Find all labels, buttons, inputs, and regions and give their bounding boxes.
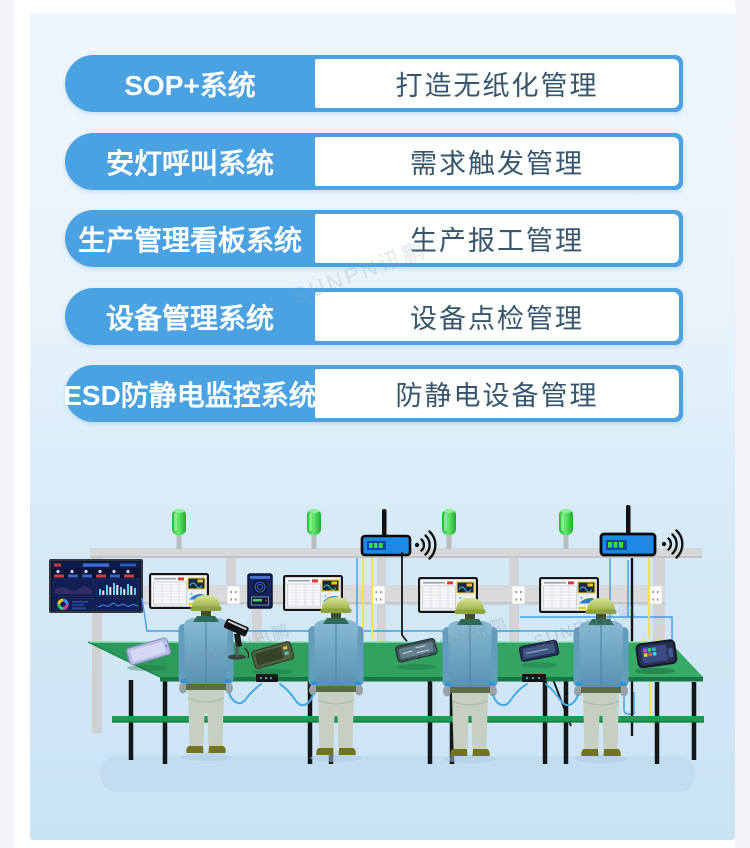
handheld-device: [518, 639, 560, 662]
system-row-equipment: 设备管理系统 设备点检管理: [65, 288, 683, 345]
production-line-illustration: SUNPN讯鹏 SUNPN讯鹏 SUNPN讯鹏: [49, 505, 704, 792]
system-pill: SOP+系统 打造无纸化管理: [65, 55, 683, 112]
benefit-text: 需求触发管理: [410, 149, 584, 179]
system-name: ESD防静电监控系统: [63, 379, 317, 411]
benefit-text: 打造无纸化管理: [395, 71, 599, 101]
system-name: 设备管理系统: [105, 302, 274, 334]
content-panel: SOP+系统 打造无纸化管理 安灯呼叫系统 需求触发管理 生产管理看板系统 生产…: [30, 13, 735, 840]
benefit-box: 打造无纸化管理: [315, 59, 679, 108]
benefit-box: 需求触发管理: [315, 137, 679, 186]
benefit-box: 防静电设备管理: [315, 369, 679, 418]
esd-wrist-cables: [228, 683, 579, 707]
worker-figure: [308, 596, 364, 756]
system-pill: 生产管理看板系统 生产报工管理: [65, 210, 683, 267]
dashboard-screen: [49, 559, 143, 613]
benefit-text: 防静电设备管理: [395, 381, 599, 411]
benefit-box: 设备点检管理: [315, 292, 679, 341]
wifi-router: [360, 509, 437, 560]
power-socket: [511, 585, 526, 605]
system-name: 生产管理看板系统: [77, 224, 302, 256]
andon-stack-light: [442, 509, 456, 549]
system-name: 安灯呼叫系统: [105, 147, 274, 179]
power-socket: [371, 585, 386, 605]
system-row-esd: ESD防静电监控系统 防静电设备管理: [63, 365, 683, 422]
andon-stack-light: [559, 509, 573, 549]
andon-stack-light: [307, 509, 321, 549]
system-pill: ESD防静电监控系统 防静电设备管理: [63, 365, 683, 422]
tablet-device: [126, 637, 171, 666]
power-socket: [648, 585, 663, 605]
handheld-device: [394, 637, 438, 663]
pda-terminal-device: [635, 639, 678, 669]
benefit-box: 生产报工管理: [315, 214, 679, 263]
benefit-text: 生产报工管理: [410, 226, 584, 256]
andon-tester-device: [247, 573, 273, 609]
worker-figure: [178, 594, 234, 754]
barcode-scanner: [223, 618, 250, 660]
benefit-text: 设备点检管理: [410, 304, 584, 334]
system-pill: 设备管理系统 设备点检管理: [65, 288, 683, 345]
system-row-andon: 安灯呼叫系统 需求触发管理: [65, 133, 683, 190]
left-margin-strip: [0, 0, 14, 848]
power-socket: [226, 585, 241, 605]
system-row-kanban: 生产管理看板系统 生产报工管理: [65, 210, 683, 267]
table-lower-bar: [112, 716, 704, 723]
wifi-router: [599, 505, 684, 559]
system-name: SOP+系统: [124, 69, 256, 101]
floor-shadow: [100, 756, 695, 792]
system-row-sop: SOP+系统 打造无纸化管理: [65, 55, 683, 112]
andon-stack-light: [172, 509, 186, 549]
right-margin-strip: [735, 0, 750, 848]
esd-grounding-hub: [256, 674, 546, 682]
system-pill: 安灯呼叫系统 需求触发管理: [65, 133, 683, 190]
handheld-device: [251, 641, 295, 670]
